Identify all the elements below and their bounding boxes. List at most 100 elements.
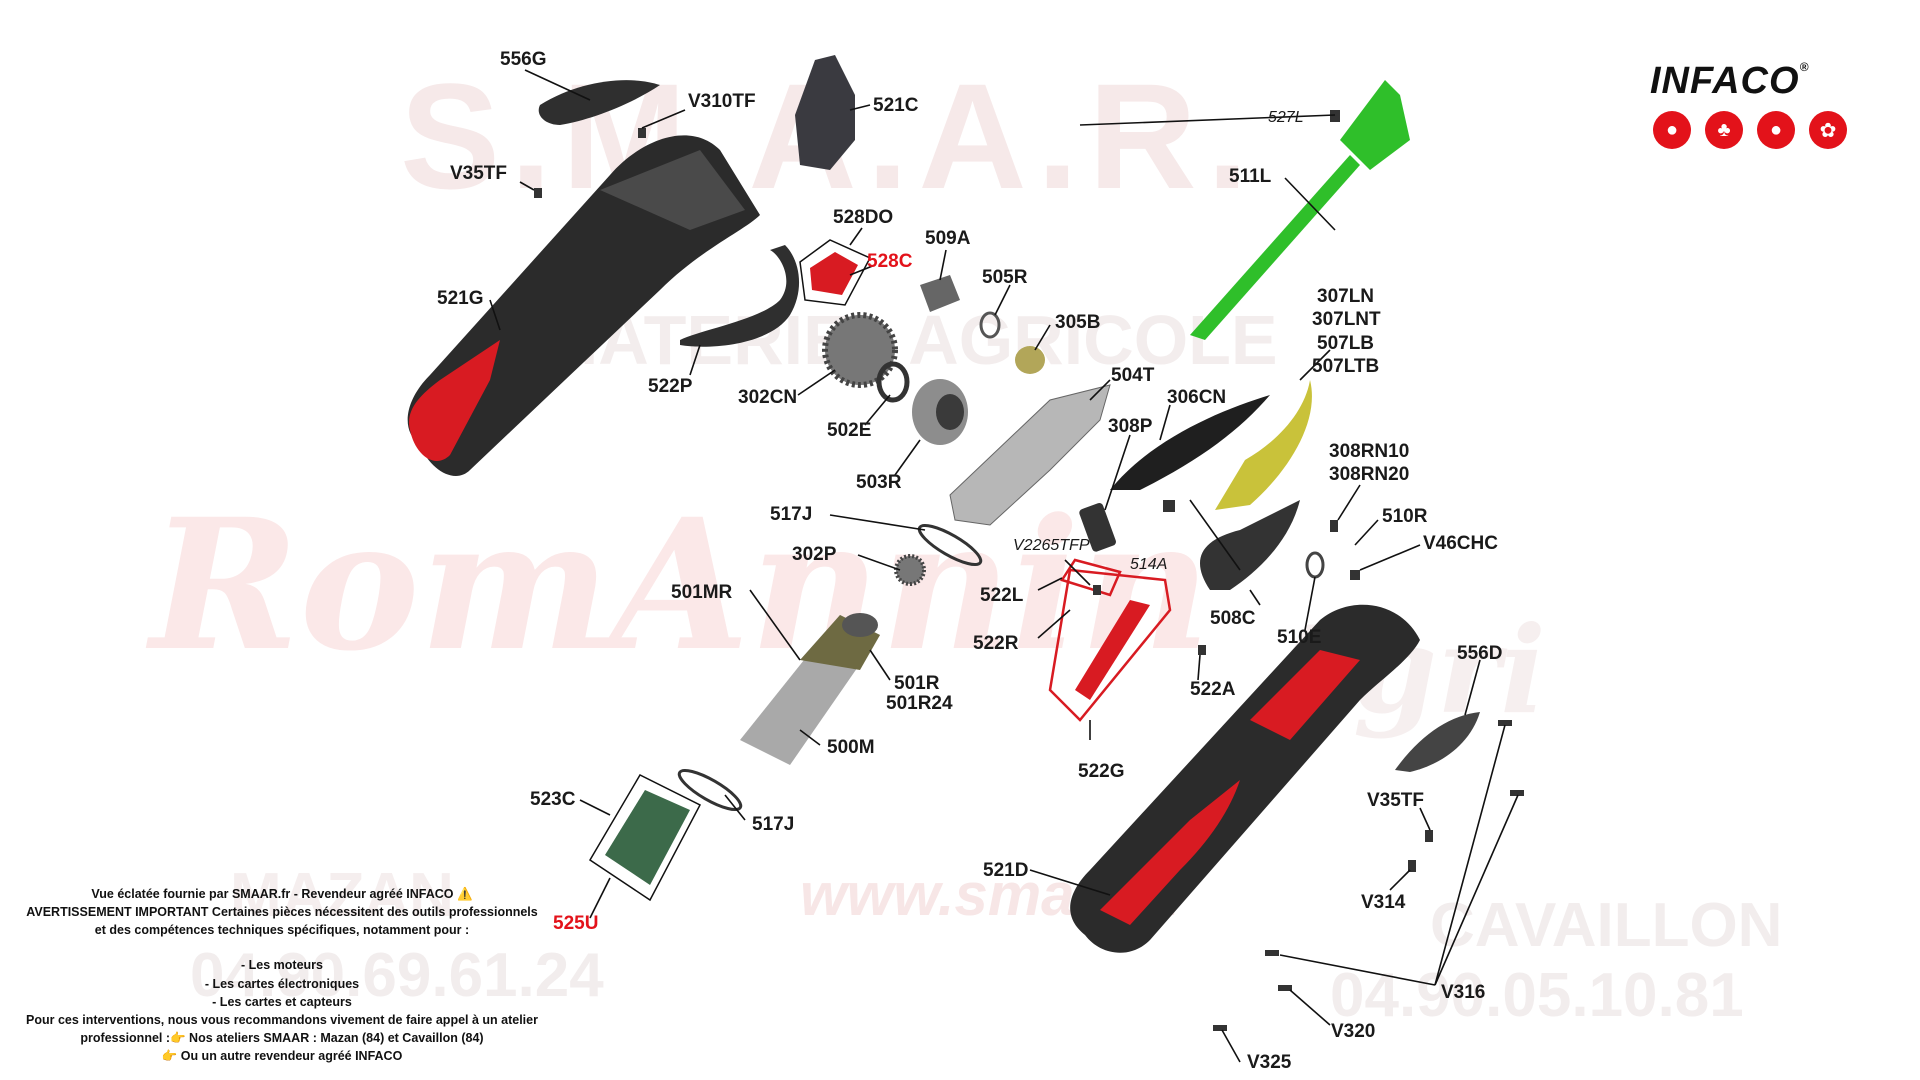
label-505r: 505R xyxy=(982,267,1028,288)
screw-v46chc xyxy=(1350,570,1360,580)
label-501mr: 501MR xyxy=(671,582,733,603)
label-503r: 503R xyxy=(856,472,902,493)
label-501r: 501R xyxy=(894,673,940,694)
part-510e-ring xyxy=(1305,551,1325,579)
infaco-logo: INFACO® ● ♣ ● ✿ xyxy=(1650,60,1870,149)
part-517j-oring-bottom xyxy=(677,768,743,812)
label-517j-top: 517J xyxy=(770,504,813,525)
screw-v320 xyxy=(1278,985,1292,991)
notice-gap xyxy=(22,939,542,956)
label-522a: 522A xyxy=(1190,679,1236,700)
screw-v325 xyxy=(1213,1025,1227,1031)
label-500m: 500M xyxy=(827,737,875,758)
part-502e-washer xyxy=(876,361,910,403)
label-v310tf: V310TF xyxy=(688,91,756,112)
warning-notice: Vue éclatée fournie par SMAAR.fr - Reven… xyxy=(22,885,542,1065)
label-556g: 556G xyxy=(500,49,547,70)
label-556d: 556D xyxy=(1457,643,1503,664)
part-517j-oring-top xyxy=(917,523,983,567)
screw-v316-b xyxy=(1510,790,1524,796)
notice-item-motors: - Les moteurs xyxy=(241,958,323,973)
part-523c-board xyxy=(588,774,702,902)
notice-line-2: AVERTISSEMENT IMPORTANT Certaines pièces… xyxy=(26,905,538,938)
label-509a: 509A xyxy=(925,228,971,249)
screw-v310tf xyxy=(638,128,646,138)
part-521c-bracket xyxy=(795,55,855,170)
part-522p-clip xyxy=(680,245,800,347)
label-v46chc: V46CHC xyxy=(1423,533,1498,554)
label-528do: 528DO xyxy=(833,207,894,228)
part-308p-pinion xyxy=(1079,503,1116,552)
notice-line-3: Pour ces interventions, nous vous recomm… xyxy=(26,1012,538,1045)
part-508c-gear xyxy=(1200,500,1300,590)
label-v35tf-bottom: V35TF xyxy=(1367,790,1425,811)
label-522l: 522L xyxy=(980,585,1024,606)
label-517j-bottom: 517J xyxy=(752,814,795,835)
label-527l: 527L xyxy=(1268,109,1304,126)
part-521g-left-handle xyxy=(407,135,760,476)
label-306cn: 306CN xyxy=(1167,387,1227,408)
label-510r: 510R xyxy=(1382,506,1428,527)
logo-name: INFACO xyxy=(1650,60,1800,102)
part-500m-motor xyxy=(740,613,880,765)
label-502e: 502E xyxy=(827,420,872,441)
label-522g: 522G xyxy=(1078,761,1125,782)
part-504t-housing xyxy=(949,384,1111,526)
label-522r: 522R xyxy=(973,633,1019,654)
part-306cn-blade xyxy=(1110,395,1270,490)
label-521c: 521C xyxy=(873,95,919,116)
label-523c: 523C xyxy=(530,789,576,810)
label-507ltb: 507LTB xyxy=(1312,356,1380,377)
notice-line-1: Vue éclatée fournie par SMAAR.fr - Reven… xyxy=(91,887,473,901)
logo-icon-row: ● ♣ ● ✿ xyxy=(1653,111,1870,149)
olive-icon: ● xyxy=(1757,111,1795,149)
screw-v316 xyxy=(1265,950,1279,956)
label-508c: 508C xyxy=(1210,608,1256,629)
notice-item-boards: - Les cartes électroniques xyxy=(204,976,360,991)
screw-514a xyxy=(1163,500,1175,512)
label-521d: 521D xyxy=(983,860,1029,881)
part-307ln-blade xyxy=(1215,380,1312,510)
part-556d-shield xyxy=(1395,712,1480,772)
label-307ln: 307LN xyxy=(1317,286,1375,307)
part-509a-shaft xyxy=(920,275,960,312)
part-505r-ring xyxy=(979,311,1001,339)
label-521g: 521G xyxy=(437,288,484,309)
screw-527l xyxy=(1330,110,1340,122)
label-305b: 305B xyxy=(1055,312,1101,333)
part-521d-right-handle xyxy=(1070,604,1420,953)
notice-item-sensors: - Les cartes et capteurs xyxy=(212,994,352,1009)
label-v316: V316 xyxy=(1441,982,1486,1003)
label-522p: 522P xyxy=(648,376,693,397)
label-501r24: 501R24 xyxy=(886,693,953,714)
part-528do-sensor xyxy=(799,239,872,306)
screw-308rn xyxy=(1330,520,1338,532)
leaf-icon: ✿ xyxy=(1809,111,1847,149)
label-507lb: 507LB xyxy=(1317,333,1375,354)
label-v2265tfp: V2265TFP xyxy=(1013,537,1090,554)
label-528c: 528C xyxy=(867,251,913,272)
screw-v35tf-left xyxy=(534,188,542,198)
screw-v316-a xyxy=(1498,720,1512,726)
screw-522a xyxy=(1198,645,1206,655)
grape-icon: ● xyxy=(1653,111,1691,149)
part-511l-arm xyxy=(1190,80,1410,340)
label-v325: V325 xyxy=(1247,1052,1292,1073)
label-511l: 511L xyxy=(1229,166,1272,187)
logo-registered: ® xyxy=(1799,60,1810,74)
part-302cn-gear xyxy=(822,312,898,388)
label-302p: 302P xyxy=(792,544,837,565)
part-503r-bearing xyxy=(912,379,968,445)
label-308p: 308P xyxy=(1108,416,1153,437)
part-522g-trigger xyxy=(1048,568,1172,722)
label-v35tf-top: V35TF xyxy=(450,163,508,184)
label-510e: 510E xyxy=(1277,627,1322,648)
label-v314: V314 xyxy=(1361,892,1406,913)
label-307lnt: 307LNT xyxy=(1312,309,1381,330)
label-302cn: 302CN xyxy=(738,387,798,408)
label-v320: V320 xyxy=(1331,1021,1376,1042)
part-302p-gear xyxy=(894,554,926,586)
fruit-tree-icon: ♣ xyxy=(1705,111,1743,149)
label-308rn10: 308RN10 xyxy=(1329,441,1410,462)
